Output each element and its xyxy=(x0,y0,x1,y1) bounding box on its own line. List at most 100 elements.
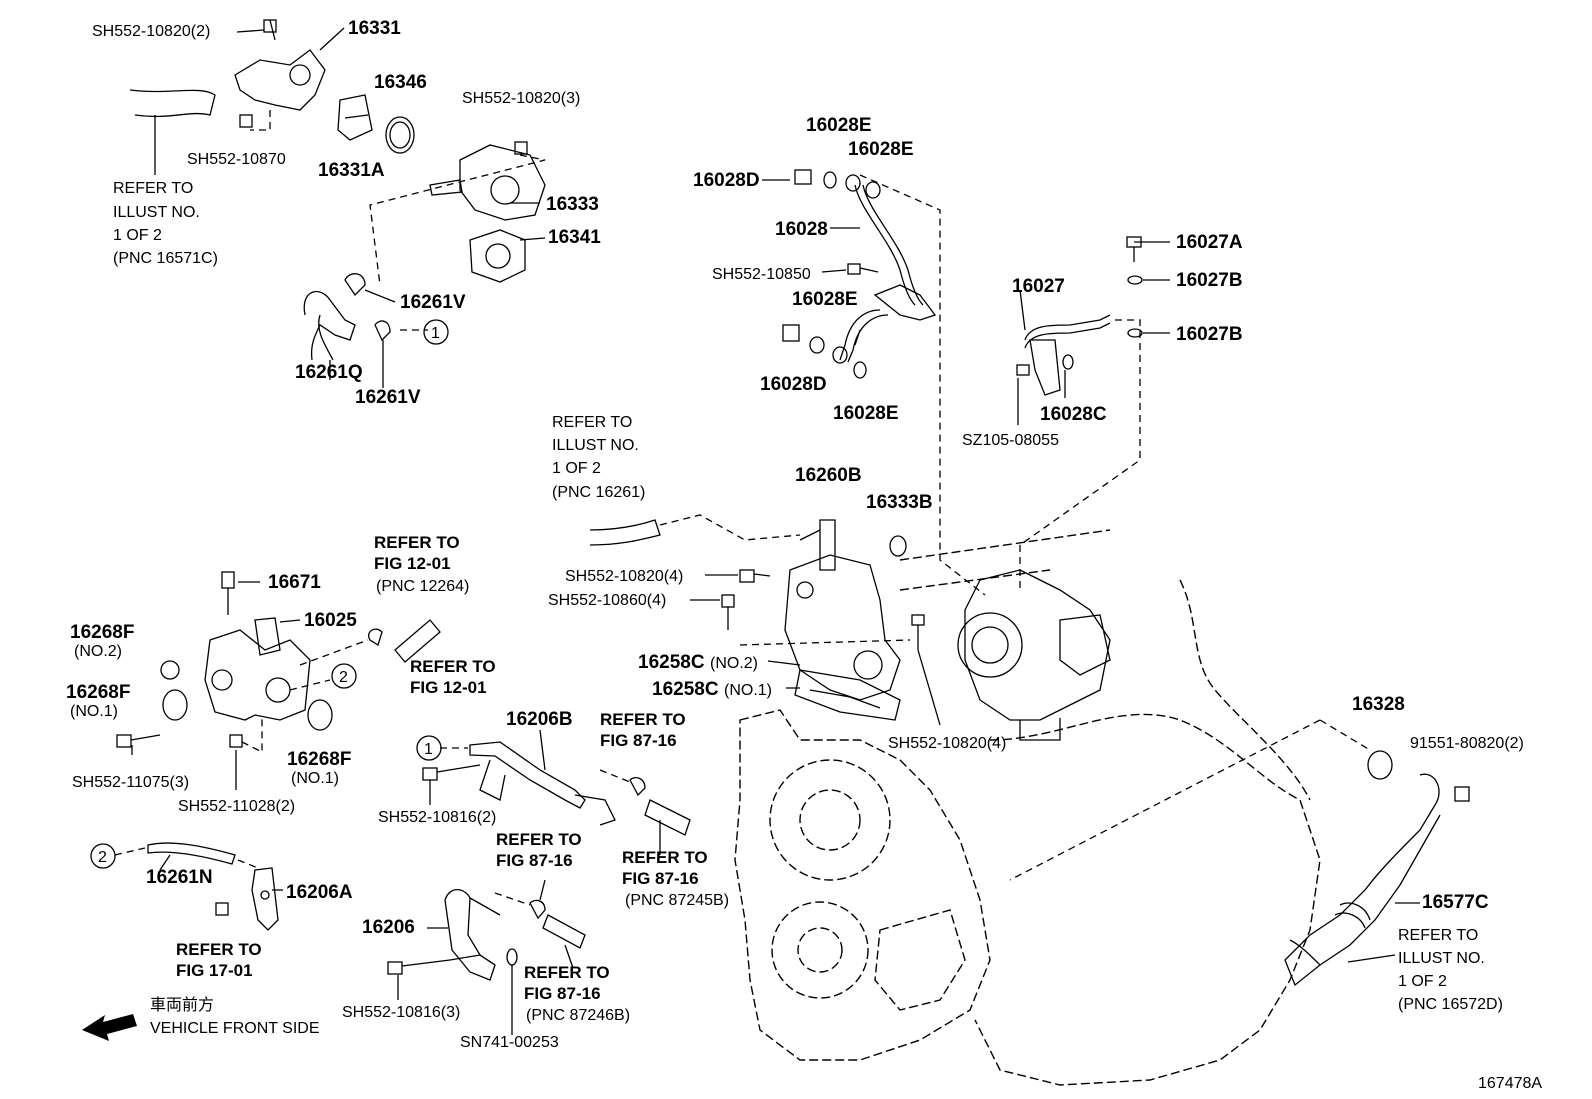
label-no1-c: (NO.1) xyxy=(291,770,339,787)
hose-pnc-16261 xyxy=(589,519,661,546)
bolt-16027a xyxy=(1126,236,1143,338)
oil-pipe-16027 xyxy=(1016,314,1141,590)
label-16028e-b: 16028E xyxy=(848,139,914,160)
label-16341: 16341 xyxy=(548,227,601,248)
pipe-16577c xyxy=(1009,719,1470,987)
callout-2-a: 2 xyxy=(339,669,348,686)
gasket-16258c xyxy=(794,669,901,721)
label-16028: 16028 xyxy=(775,219,828,240)
engine-block-outline xyxy=(734,529,1321,1086)
callout-1-b: 1 xyxy=(424,741,433,758)
label-16027: 16027 xyxy=(1012,276,1065,297)
svg-text:REFER TO: REFER TO xyxy=(176,940,262,959)
label-16258c-a: 16258C xyxy=(638,652,705,673)
label-91551-80820: 91551-80820(2) xyxy=(1410,735,1524,752)
label-16028e-a: 16028E xyxy=(806,115,872,136)
label-sn741-00253: SN741-00253 xyxy=(460,1034,559,1051)
label-16028d-a: 16028D xyxy=(693,170,760,191)
radiator-hose xyxy=(129,89,216,175)
label-no2-b: (NO.2) xyxy=(74,643,122,660)
refer-note-pnc-87246b: REFER TO FIG 87-16 (PNC 87246B) xyxy=(524,963,630,1024)
svg-text:1 OF 2: 1 OF 2 xyxy=(1398,973,1447,990)
svg-text:FIG 87-16: FIG 87-16 xyxy=(496,851,573,870)
label-16261v-b: 16261V xyxy=(355,387,421,408)
svg-text:1 OF 2: 1 OF 2 xyxy=(552,460,601,477)
gasket-16346 xyxy=(385,116,415,154)
svg-text:(PNC 16571C): (PNC 16571C) xyxy=(113,250,218,267)
pipe-16206 xyxy=(387,888,586,1035)
svg-text:REFER TO: REFER TO xyxy=(1398,927,1478,944)
callout-numbers: 1 1 2 2 xyxy=(98,325,440,866)
callout-2-b: 2 xyxy=(98,849,107,866)
label-16268f-b: 16268F xyxy=(66,682,130,703)
refer-note-fig-87-16-b: REFER TO FIG 87-16 xyxy=(496,830,582,870)
hose-16261n xyxy=(114,842,259,869)
label-sh552-10816-3: SH552-10816(3) xyxy=(342,1004,460,1021)
label-no1-b: (NO.1) xyxy=(70,703,118,720)
label-16258c-b: 16258C xyxy=(652,679,719,700)
bolt-sh552-10850 xyxy=(847,263,879,275)
refer-note-fig-17-01: REFER TO FIG 17-01 xyxy=(176,940,262,980)
direction-jp: 車両前方 xyxy=(150,996,214,1014)
refer-note-pnc-87245b: REFER TO FIG 87-16 (PNC 87245B) xyxy=(622,848,729,909)
refer-notes: REFER TO ILLUST NO. 1 OF 2 (PNC 16571C) … xyxy=(113,180,1503,1024)
refer-note-pnc-12264: REFER TO FIG 12-01 (PNC 12264) xyxy=(374,533,469,595)
water-outlet-16331 xyxy=(234,19,326,131)
label-16261q: 16261Q xyxy=(295,362,363,383)
label-16028e-c: 16028E xyxy=(792,289,858,310)
label-16331: 16331 xyxy=(348,18,401,39)
refer-note-fig-87-16-a: REFER TO FIG 87-16 xyxy=(600,710,686,750)
pipe-16206b xyxy=(422,741,646,826)
label-16261n: 16261N xyxy=(146,867,213,888)
svg-text:FIG 87-16: FIG 87-16 xyxy=(600,731,677,750)
label-16027b-b: 16027B xyxy=(1176,324,1243,345)
diagram-id: 167478A xyxy=(1478,1075,1542,1092)
label-no2-a: (NO.2) xyxy=(710,655,758,672)
label-16261v-a: 16261V xyxy=(400,292,466,313)
callout-circles xyxy=(90,319,449,869)
label-16260b: 16260B xyxy=(795,465,862,486)
svg-text:(PNC 12264): (PNC 12264) xyxy=(376,578,469,595)
label-16027b-a: 16027B xyxy=(1176,270,1243,291)
oring-16333b xyxy=(889,535,907,557)
thermostat-16331a xyxy=(337,94,373,141)
label-16027a: 16027A xyxy=(1176,232,1243,253)
bracket-16206a xyxy=(215,867,279,931)
label-16331a: 16331A xyxy=(318,160,385,181)
hose-16261q xyxy=(303,291,356,380)
label-16346: 16346 xyxy=(374,72,427,93)
bolts-center xyxy=(721,569,925,650)
label-16268f-a: 16268F xyxy=(70,622,134,643)
leader-lines xyxy=(131,27,1420,1000)
refer-note-pnc-16572d: REFER TO ILLUST NO. 1 OF 2 (PNC 16572D) xyxy=(1398,927,1503,1013)
label-16025: 16025 xyxy=(304,610,357,631)
hose-pnc-87245b xyxy=(644,799,691,836)
svg-text:REFER TO: REFER TO xyxy=(113,180,193,197)
svg-text:REFER TO: REFER TO xyxy=(552,414,632,431)
svg-text:REFER TO: REFER TO xyxy=(410,657,496,676)
label-sh552-10820-3: SH552-10820(3) xyxy=(462,90,580,107)
svg-text:FIG 17-01: FIG 17-01 xyxy=(176,961,253,980)
label-sh552-10820-4-a: SH552-10820(4) xyxy=(565,568,683,585)
label-16577c: 16577C xyxy=(1422,892,1489,913)
gasket-16341 xyxy=(469,229,526,283)
hose-route-line xyxy=(659,514,801,541)
svg-text:FIG 12-01: FIG 12-01 xyxy=(374,554,451,573)
label-sh552-11075: SH552-11075(3) xyxy=(72,774,189,791)
pipe-end xyxy=(1289,939,1321,966)
label-16328: 16328 xyxy=(1352,694,1405,715)
bolt-16028d-bottom xyxy=(782,324,867,379)
label-no1-a: (NO.1) xyxy=(724,682,772,699)
water-inlet-housing xyxy=(739,519,911,701)
svg-text:REFER TO: REFER TO xyxy=(524,963,610,982)
label-16028e-d: 16028E xyxy=(833,403,899,424)
bolt-16028d-top xyxy=(794,169,881,199)
label-16206: 16206 xyxy=(362,917,415,938)
label-16268f-c: 16268F xyxy=(287,749,351,770)
callout-1-a: 1 xyxy=(431,325,440,342)
refer-note-pnc-16571c: REFER TO ILLUST NO. 1 OF 2 (PNC 16571C) xyxy=(113,180,218,267)
svg-text:REFER TO: REFER TO xyxy=(496,830,582,849)
svg-text:1 OF 2: 1 OF 2 xyxy=(113,227,162,244)
refer-note-fig-12-01: REFER TO FIG 12-01 xyxy=(410,657,496,697)
